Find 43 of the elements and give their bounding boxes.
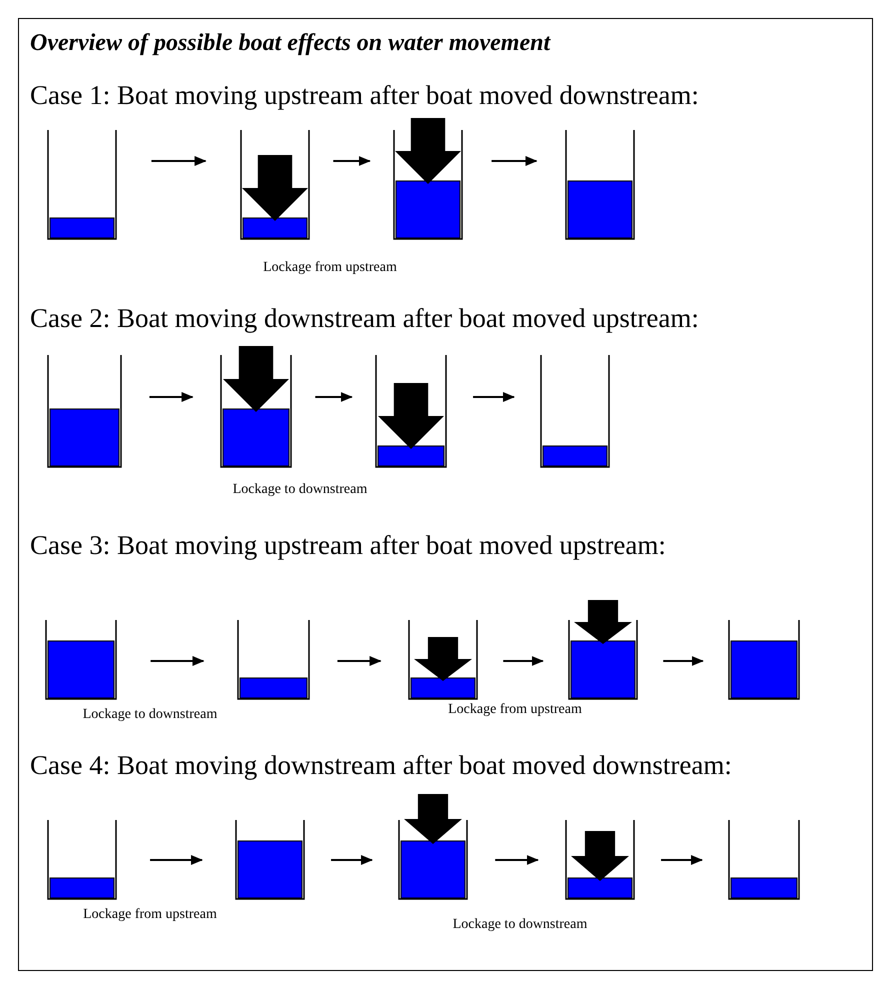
arrow [503,656,544,666]
lock-chamber [408,620,478,700]
lockage-label: Lockage from upstream [83,906,217,924]
arrow [492,156,538,166]
case-heading: Case 3: Boat moving upstream after boat moved upstream: [30,529,666,561]
lockage-label: Lockage to downstream [452,916,588,934]
lock-chamber [565,820,635,900]
arrow [661,855,703,865]
lock-chamber [398,794,468,900]
case-heading: Case 1: Boat moving upstream after boat moved downstream: [30,79,699,111]
lock-chamber [47,130,117,240]
arrow [663,656,704,666]
lock-chamber [237,620,310,700]
lock-chamber [220,346,292,468]
title: Overview of possible boat effects on water movement [30,29,550,58]
arrow [473,392,515,402]
lock-chamber [375,355,447,468]
arrow [150,855,203,865]
lockage-label: Lockage to downstream [82,706,218,724]
lock-chamber [393,118,463,240]
lock-chamber [235,820,305,900]
case-heading: Case 4: Boat moving downstream after boat moved downstream: [30,749,732,781]
lock-chamber [728,620,800,700]
arrow [331,855,373,865]
lockage-label: Lockage to downstream [232,481,368,499]
lockage-label: Lockage from upstream [263,259,397,277]
lock-chamber [565,130,635,240]
lock-chamber [240,130,310,240]
lock-chamber [540,355,610,468]
arrow [315,392,353,402]
arrow [495,855,539,865]
lock-chamber [47,355,122,468]
arrow [150,656,204,666]
lock-chamber [568,600,638,700]
arrow [333,156,371,166]
lock-chamber [728,820,800,900]
arrow [149,392,194,402]
case-heading: Case 2: Boat moving downstream after boat moved upstream: [30,302,699,334]
lock-chamber [47,820,117,900]
lock-chamber [45,620,117,700]
arrow [337,656,382,666]
arrow [151,156,207,166]
lockage-label: Lockage from upstream [448,701,582,719]
